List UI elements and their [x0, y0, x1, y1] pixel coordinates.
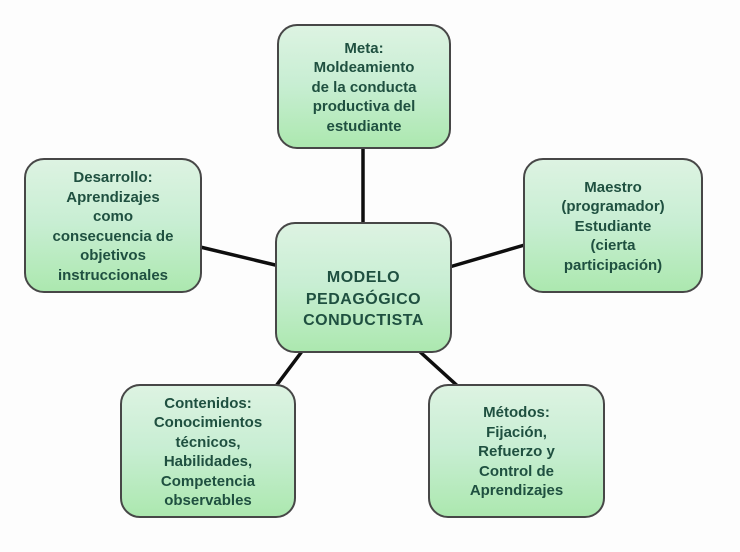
node-desarrollo: Desarrollo: Aprendizajes como consecuenc…	[24, 158, 202, 293]
node-metodos: Métodos: Fijación, Refuerzo y Control de…	[428, 384, 605, 518]
node-maestro-label: Maestro (programador) Estudiante (cierta…	[561, 178, 665, 274]
connector-center-metodos	[416, 348, 464, 392]
node-maestro: Maestro (programador) Estudiante (cierta…	[523, 158, 703, 293]
node-metodos-label: Métodos: Fijación, Refuerzo y Control de…	[469, 404, 564, 500]
node-center-label: MODELO PEDAGÓGICO CONDUCTISTA	[303, 269, 424, 330]
node-center: MODELO PEDAGÓGICO CONDUCTISTA	[275, 222, 452, 353]
node-contenidos: Contenidos: Conocimientos técnicos, Habi…	[120, 384, 296, 518]
node-desarrollo-label: Desarrollo: Aprendizajes como consecuenc…	[52, 169, 174, 284]
connector-center-contenidos	[271, 344, 308, 392]
node-meta-label: Meta: Moldeamiento de la conducta produc…	[311, 39, 417, 135]
node-meta: Meta: Moldeamiento de la conducta produc…	[277, 24, 451, 149]
node-contenidos-label: Contenidos: Conocimientos técnicos, Habi…	[153, 394, 263, 510]
connector-center-maestro	[444, 242, 530, 270]
